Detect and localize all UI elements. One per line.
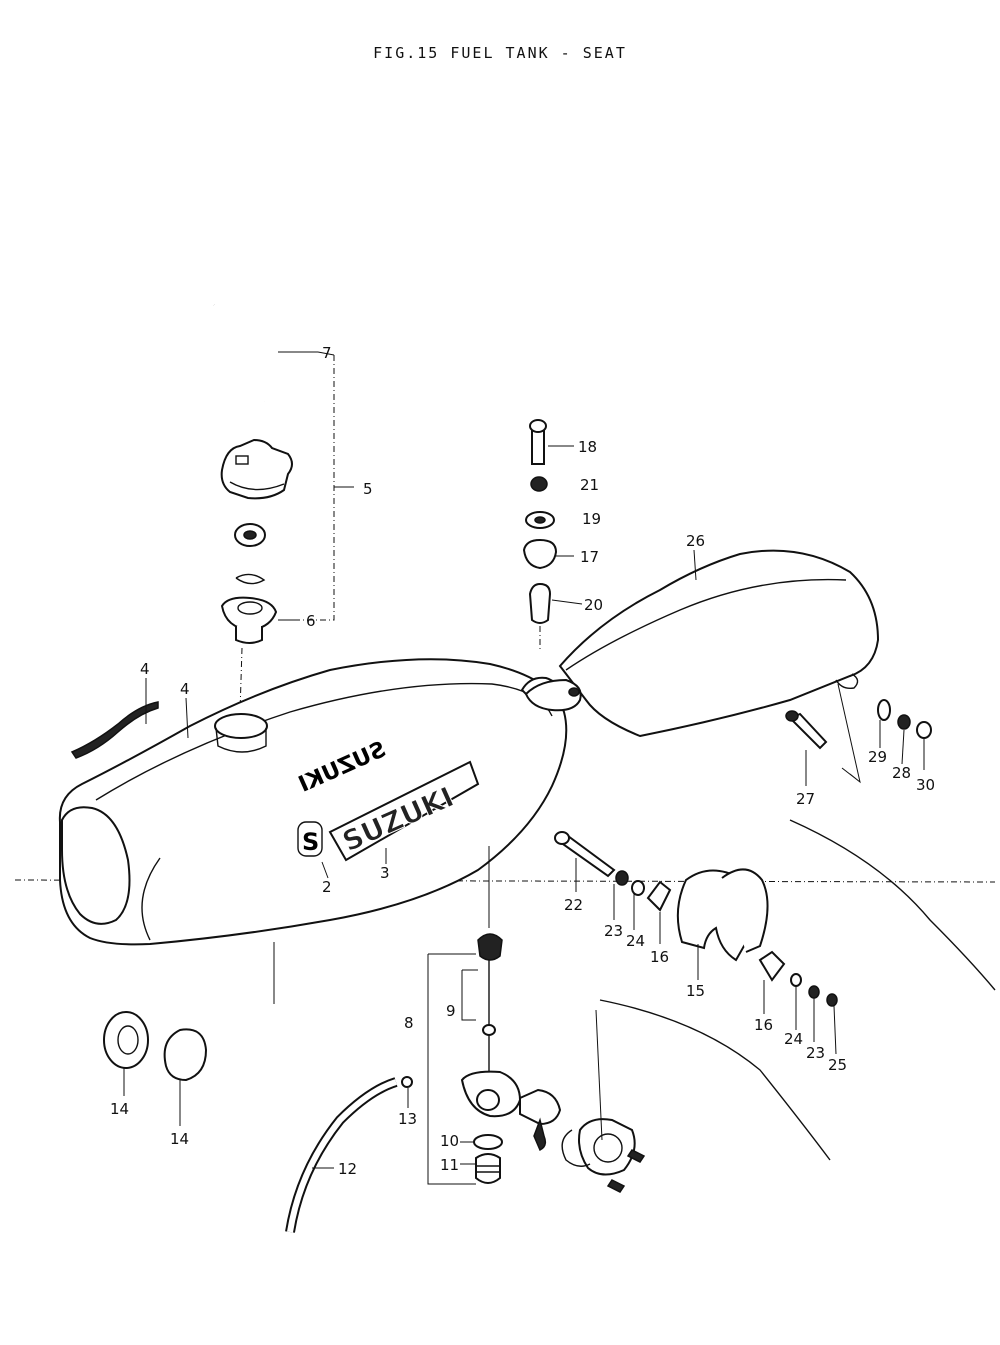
- callout-4a: 4: [140, 660, 150, 678]
- callout-2: 2: [322, 878, 332, 896]
- callout-8: 8: [404, 1014, 414, 1032]
- callout-17: 17: [580, 548, 599, 566]
- part-12-fuel-hose: [285, 1077, 398, 1233]
- assembly-line-5-7: [278, 355, 335, 621]
- callout-26: 26: [686, 532, 705, 550]
- part-4-rubber-strip: [70, 701, 159, 759]
- part-27-bolt: [785, 710, 828, 750]
- callout-12: 12: [338, 1160, 357, 1178]
- seat-mount-hardware: [522, 419, 558, 652]
- callout-13: 13: [398, 1110, 417, 1128]
- callout-16a: 16: [650, 948, 669, 966]
- callout-3: 3: [380, 864, 390, 882]
- callout-15: 15: [686, 982, 705, 1000]
- bracket-hardware-right: [758, 950, 838, 1007]
- part-5-fuel-cap: [220, 438, 293, 500]
- part-8-fuel-cock: [427, 933, 562, 1185]
- leader-lines: [123, 445, 925, 1169]
- part-6-filler-neck: [220, 596, 278, 644]
- callout-7: 7: [322, 344, 332, 362]
- callout-24b: 24: [784, 1030, 803, 1048]
- emblem-letter-s: S: [302, 828, 319, 856]
- callout-14a: 14: [110, 1100, 129, 1118]
- callout-25: 25: [828, 1056, 847, 1074]
- callout-9: 9: [446, 1002, 456, 1020]
- callout-6: 6: [306, 612, 316, 630]
- figure-title: FIG.15 FUEL TANK - SEAT: [373, 44, 627, 62]
- callout-14b: 14: [170, 1130, 189, 1148]
- callout-10: 10: [440, 1132, 459, 1150]
- callout-23b: 23: [806, 1044, 825, 1062]
- fuel-cock-cover-plate: [561, 1118, 646, 1193]
- frame-outline: [595, 819, 996, 1161]
- seat-rear-hardware: [837, 683, 932, 784]
- part-14-grommets: [103, 1011, 208, 1082]
- callout-29: 29: [868, 748, 887, 766]
- callout-22: 22: [564, 896, 583, 914]
- callout-19: 19: [582, 510, 601, 528]
- part-22-bolt: [554, 831, 616, 878]
- callout-20: 20: [584, 596, 603, 614]
- callout-30: 30: [916, 776, 935, 794]
- callout-28: 28: [892, 764, 911, 782]
- callout-23a: 23: [604, 922, 623, 940]
- part-26-seat: [524, 549, 880, 738]
- part-7-breather-hose: [191, 226, 269, 403]
- part-15-rubber-mount: [676, 868, 769, 962]
- callout-11: 11: [440, 1156, 459, 1174]
- callout-16b: 16: [754, 1016, 773, 1034]
- callout-24a: 24: [626, 932, 645, 950]
- callout-21: 21: [580, 476, 599, 494]
- callout-18: 18: [578, 438, 597, 456]
- cap-gasket: [234, 523, 266, 585]
- fuel-tank: [58, 658, 568, 946]
- center-line: [14, 879, 996, 883]
- part-13-hose-clip: [401, 1076, 413, 1088]
- callout-27: 27: [796, 790, 815, 808]
- callout-labels: 7 5 6 18 21 19 17 20 26 4 4 2 3 29 28 30…: [110, 344, 935, 1178]
- bracket-hardware-left: [615, 870, 672, 912]
- callout-5: 5: [363, 480, 373, 498]
- callout-4b: 4: [180, 680, 190, 698]
